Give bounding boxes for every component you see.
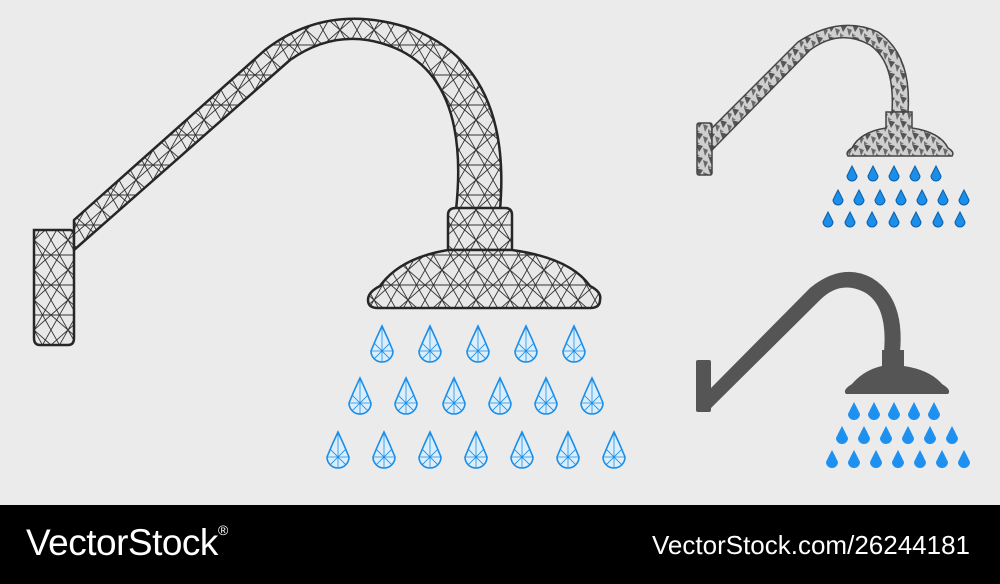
water-drop-mesh-lines [327,432,349,468]
water-drop-mesh-lines [443,378,465,414]
mesh-head-neck [446,206,514,252]
water-drop-icon [928,402,940,420]
water-drop-mesh-lines [349,378,371,414]
water-drop-icon [902,426,914,444]
water-drop-icon [946,426,958,444]
water-drop-icon [868,402,880,420]
water-drop-icon [888,210,900,228]
water-drop-icon [846,164,858,182]
water-drop-mesh-lines [581,378,603,414]
water-drop-icon [954,210,966,228]
water-drop-mesh-lines [511,432,533,468]
water-drop-icon [874,188,886,206]
image-id: VectorStock.com/26244181 [652,530,970,560]
water-drop-mesh-lines [371,326,393,362]
mosaic-wall-mount [696,122,713,176]
water-drop-icon [866,210,878,228]
mesh-pipe [72,17,503,252]
water-drop-icon [867,164,879,182]
water-drop-icon [848,450,860,468]
flat-wall-mount [696,360,711,412]
water-drop-icon [822,210,834,228]
water-drop-icon [916,188,928,206]
water-drop-icon [888,402,900,420]
water-drop-mesh-lines [467,326,489,362]
flat-head [844,350,950,394]
water-drop-icon [895,188,907,206]
flat-water-drops [826,402,970,468]
water-drop-icon [880,426,892,444]
mosaic-head [846,111,954,157]
shower-mosaic-icon [696,24,954,176]
shower-artwork [32,17,970,469]
flat-pipe [711,271,901,408]
water-drop-mesh-lines [563,326,585,362]
water-drop-icon [910,210,922,228]
mosaic-water-drops [822,164,970,228]
mesh-wall-mount [32,228,76,347]
shower-mesh-large-icon [32,17,602,347]
water-drop-icon [958,188,970,206]
water-drop-icon [853,188,865,206]
water-drop-icon [832,188,844,206]
water-drop-mesh-lines [373,432,395,468]
brand-logo[interactable]: VectorStock® [26,522,228,564]
water-drop-icon [836,426,848,444]
water-drop-icon [848,402,860,420]
water-drop-icon [958,450,970,468]
mesh-water-drops [326,324,626,469]
water-drop-mesh-lines [419,432,441,468]
water-drop-mesh-lines [465,432,487,468]
water-drop-icon [914,450,926,468]
water-drop-mesh-lines [557,432,579,468]
water-drop-icon [858,426,870,444]
water-drop-mesh-lines [535,378,557,414]
water-drop-icon [826,450,838,468]
water-drop-icon [930,164,942,182]
water-drop-icon [908,402,920,420]
water-drop-icon [937,188,949,206]
water-drop-mesh-lines [419,326,441,362]
water-drop-mesh-lines [515,326,537,362]
shower-flat-icon [696,271,950,412]
water-drop-icon [844,210,856,228]
water-drop-mesh-lines [603,432,625,468]
water-drop-icon [870,450,882,468]
water-drop-icon [936,450,948,468]
water-drop-mesh-lines [489,378,511,414]
water-drop-icon [909,164,921,182]
mesh-head-dome [366,248,602,310]
water-drop-icon [924,426,936,444]
water-drop-icon [888,164,900,182]
water-drop-mesh-lines [395,378,417,414]
brand-registered-mark: ® [217,522,228,538]
water-drop-icon [932,210,944,228]
brand-name: VectorStock [26,522,218,563]
footer-bar: VectorStock® VectorStock.com/26244181 [0,505,1000,584]
water-drop-icon [892,450,904,468]
